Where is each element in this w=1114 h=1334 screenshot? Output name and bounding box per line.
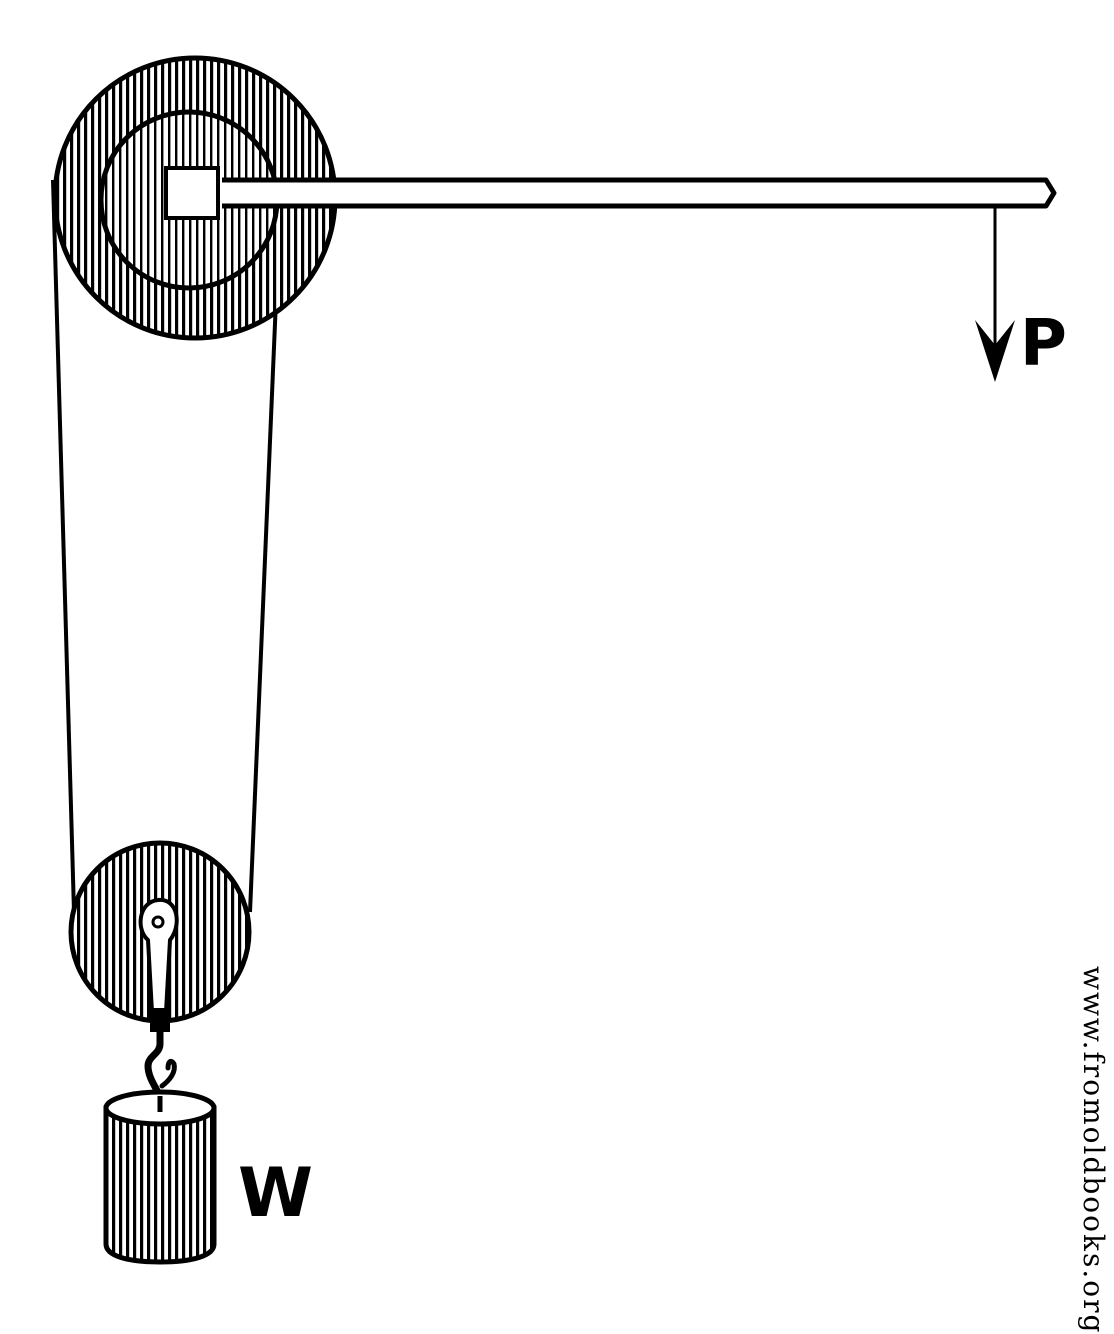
pulley-strap bbox=[138, 897, 179, 1032]
rope bbox=[51, 179, 278, 913]
lever-arm bbox=[222, 177, 1057, 209]
effort-arrow bbox=[975, 206, 1015, 382]
axle-square bbox=[164, 166, 220, 220]
watermark-text: www.fromoldbooks.org bbox=[1077, 966, 1110, 1334]
load-label: W bbox=[238, 1154, 314, 1233]
effort-label: P bbox=[1020, 307, 1067, 381]
upper-wheel bbox=[52, 55, 338, 341]
weight bbox=[103, 1089, 217, 1265]
